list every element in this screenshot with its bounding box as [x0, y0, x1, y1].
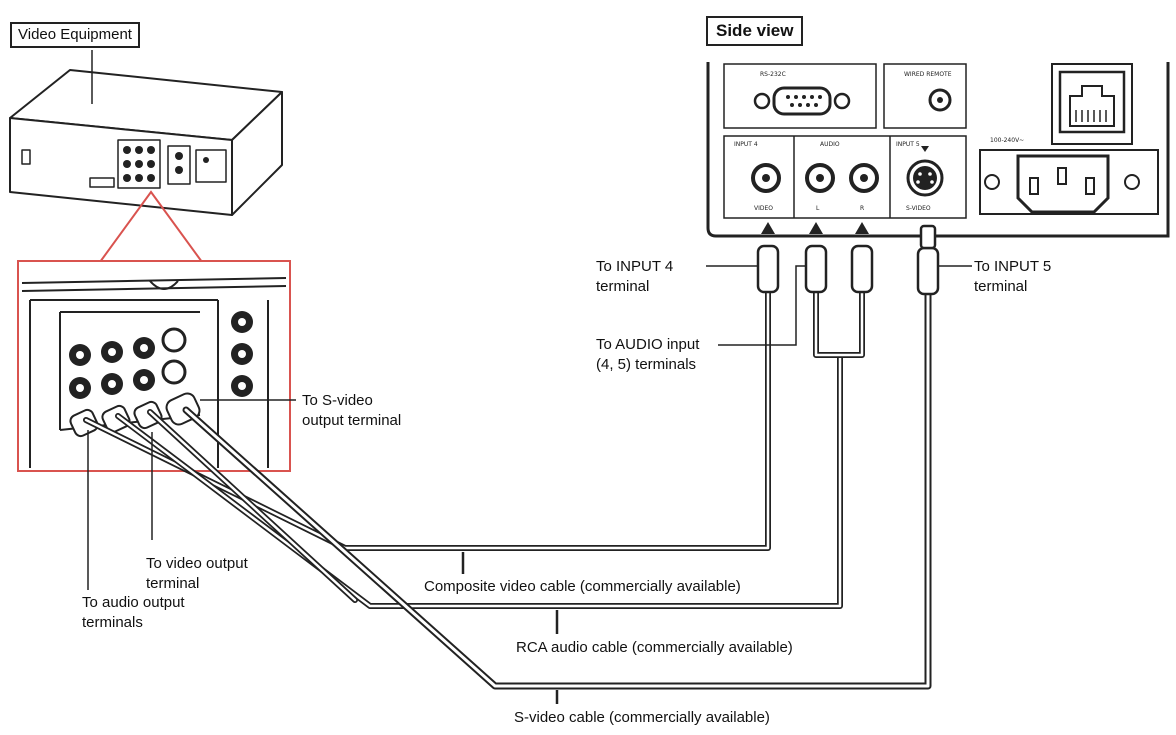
leader-lines — [87, 265, 972, 590]
projector-side-panel: RS-232C WIRED REMOTE INPUT 4 AUDIO INPUT… — [706, 62, 1170, 238]
input4-label: INPUT 4 — [734, 141, 758, 148]
arrow-markers — [761, 222, 869, 234]
to-input4-line2: terminal — [596, 278, 650, 295]
to-audio-output-line1: To audio output — [82, 594, 185, 611]
cable-ticks — [461, 552, 559, 704]
right-label: R — [860, 205, 864, 212]
zoom-panel — [17, 260, 291, 472]
video-label: VIDEO — [754, 205, 773, 212]
to-svideo-output-line1: To S-video — [302, 392, 373, 409]
input5-label: INPUT 5 — [896, 141, 920, 148]
rca-audio-cable-label: RCA audio cable (commercially available) — [516, 639, 793, 656]
to-video-output-line2: terminal — [146, 575, 200, 592]
to-input5-line2: terminal — [974, 278, 1028, 295]
to-input4-line1: To INPUT 4 — [596, 258, 674, 275]
to-audio-input-line2: (4, 5) terminals — [596, 356, 697, 373]
power-label: 100-240V~ — [990, 137, 1024, 144]
video-equipment-device — [9, 69, 283, 216]
rs232c-label: RS-232C — [760, 71, 786, 78]
left-label: L — [816, 205, 820, 212]
to-audio-input-line1: To AUDIO input — [596, 336, 700, 353]
zoom-pointer — [99, 190, 203, 263]
svideo-cable-label: S-video cable (commercially available) — [514, 709, 770, 726]
to-video-output-line1: To video output — [146, 555, 248, 572]
to-audio-output-line2: terminals — [82, 614, 143, 631]
projector-plugs — [756, 224, 940, 296]
to-input5-line1: To INPUT 5 — [974, 258, 1052, 275]
video-equipment-title: Video Equipment — [10, 22, 140, 48]
to-svideo-output-line2: output terminal — [302, 412, 402, 429]
side-view-title: Side view — [706, 16, 804, 46]
svideo-label: S-VIDEO — [906, 205, 931, 212]
composite-cable-label: Composite video cable (commercially avai… — [424, 578, 741, 595]
wired-remote-label: WIRED REMOTE — [904, 71, 952, 78]
audio-label: AUDIO — [820, 141, 840, 148]
